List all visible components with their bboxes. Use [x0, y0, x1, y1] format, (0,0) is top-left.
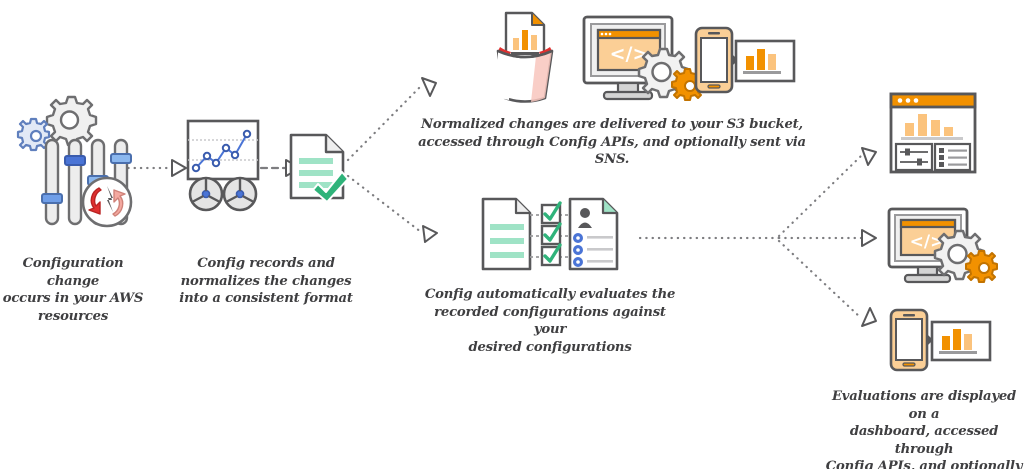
connector-evaluation-to-phone	[777, 239, 863, 320]
rules-document-icon	[568, 197, 619, 271]
node-config-records	[185, 118, 267, 214]
caption-delivery-targets: Normalized changes are delivered to your…	[418, 117, 806, 167]
document-bar-chart-icon	[504, 11, 546, 60]
checkbox-checked-icon	[540, 243, 562, 267]
checkbox-checked-icon	[540, 222, 562, 246]
refresh-circle-icon	[81, 176, 133, 228]
arrowhead-branch-up	[421, 77, 437, 97]
dashboard-window-icon	[889, 92, 977, 174]
arrowhead-phone	[861, 307, 877, 327]
arrowhead-right-1	[171, 159, 187, 177]
document-lines-icon	[481, 197, 532, 271]
arrowhead-branch-down	[422, 225, 438, 243]
svg-text:</>: </>	[910, 232, 945, 252]
tape-reel-icon	[188, 176, 224, 212]
node-delivery-targets: </>	[480, 8, 796, 104]
connector-document-to-delivery	[346, 84, 423, 162]
arrowhead-dashboard	[861, 147, 877, 166]
gear-small-icon	[965, 250, 998, 283]
s3-bucket-icon	[496, 11, 554, 103]
caption-dashboard-outputs: Evaluations are displayed on a dashboard…	[825, 389, 1023, 469]
document-check-icon	[289, 133, 349, 203]
node-normalized-document	[288, 132, 350, 204]
connector-document-to-evaluation	[346, 174, 423, 234]
caption-config-records: Config records and normalizes the change…	[179, 256, 353, 306]
phone-notification-icon	[694, 26, 796, 94]
node-dashboard-window	[889, 92, 977, 174]
node-dashboard-phone	[888, 304, 996, 374]
gear-small-icon	[16, 117, 51, 152]
node-configuration-change	[8, 92, 138, 232]
node-dashboard-monitor: </>	[886, 206, 998, 286]
gear-icon	[45, 95, 98, 147]
node-evaluation	[480, 196, 620, 272]
line-chart-icon	[186, 119, 260, 181]
caption-evaluation: Config automatically evaluates the recor…	[424, 287, 676, 355]
tape-reel-icon	[222, 176, 258, 212]
svg-text:</>: </>	[610, 43, 649, 65]
arrowhead-monitor	[861, 229, 877, 247]
checkbox-checked-icon	[540, 201, 562, 225]
phone-notification-icon	[889, 308, 992, 372]
caption-configuration-change: Configuration change occurs in your AWS …	[2, 256, 144, 324]
